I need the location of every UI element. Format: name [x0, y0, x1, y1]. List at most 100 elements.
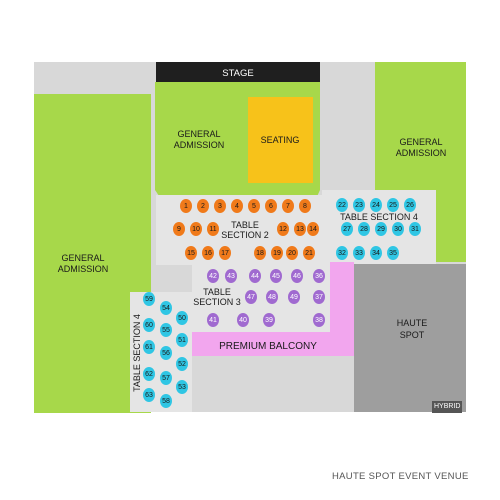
table-marker[interactable] — [286, 246, 298, 260]
table-section-3-table-46[interactable]: 46 — [291, 269, 303, 283]
table-marker[interactable] — [237, 313, 249, 327]
table-section-2-table-15[interactable]: 15 — [185, 246, 197, 260]
table-section-2-table-5[interactable]: 5 — [248, 199, 260, 213]
table-marker[interactable] — [207, 313, 219, 327]
table-section-3-table-39[interactable]: 39 — [263, 313, 275, 327]
table-section-2-table-13[interactable]: 13 — [294, 222, 306, 236]
table-marker[interactable] — [202, 246, 214, 260]
table-section-2-table-14[interactable]: 14 — [307, 222, 319, 236]
table-marker[interactable] — [160, 346, 172, 360]
table-marker[interactable] — [265, 199, 277, 213]
table-section-4-right-table-27[interactable]: 27 — [341, 222, 353, 236]
table-marker[interactable] — [307, 222, 319, 236]
table-marker[interactable] — [277, 222, 289, 236]
table-section-3-table-36[interactable]: 36 — [313, 269, 325, 283]
table-marker[interactable] — [160, 394, 172, 408]
table-marker[interactable] — [143, 340, 155, 354]
table-marker[interactable] — [370, 246, 382, 260]
table-marker[interactable] — [143, 318, 155, 332]
table-section-2-table-8[interactable]: 8 — [299, 199, 311, 213]
table-marker[interactable] — [180, 199, 192, 213]
table-marker[interactable] — [387, 246, 399, 260]
table-marker[interactable] — [294, 222, 306, 236]
table-marker[interactable] — [214, 199, 226, 213]
table-marker[interactable] — [197, 199, 209, 213]
table-marker[interactable] — [176, 333, 188, 347]
table-marker[interactable] — [404, 198, 416, 212]
table-section-4-right-table-31[interactable]: 31 — [409, 222, 421, 236]
table-marker[interactable] — [336, 246, 348, 260]
table-marker[interactable] — [313, 269, 325, 283]
general-admission-left[interactable] — [34, 94, 151, 413]
table-marker[interactable] — [387, 198, 399, 212]
table-section-2-table-4[interactable]: 4 — [231, 199, 243, 213]
table-section-2-table-2[interactable]: 2 — [197, 199, 209, 213]
table-section-4-left-table-53[interactable]: 53 — [176, 380, 188, 394]
table-marker[interactable] — [176, 311, 188, 325]
table-section-3-table-47[interactable]: 47 — [245, 290, 257, 304]
table-section-3-table-48[interactable]: 48 — [266, 290, 278, 304]
table-section-4-right-table-23[interactable]: 23 — [353, 198, 365, 212]
table-section-4-right-table-24[interactable]: 24 — [370, 198, 382, 212]
table-section-4-right-table-34[interactable]: 34 — [370, 246, 382, 260]
table-marker[interactable] — [353, 246, 365, 260]
table-section-4-left-table-54[interactable]: 54 — [160, 301, 172, 315]
table-section-3-table-40[interactable]: 40 — [237, 313, 249, 327]
table-marker[interactable] — [231, 199, 243, 213]
seating-block[interactable] — [248, 97, 313, 183]
table-marker[interactable] — [254, 246, 266, 260]
table-section-4-left-table-50[interactable]: 50 — [176, 311, 188, 325]
table-section-4-left-table-56[interactable]: 56 — [160, 346, 172, 360]
table-section-3-table-38[interactable]: 38 — [313, 313, 325, 327]
table-section-2-table-10[interactable]: 10 — [190, 222, 202, 236]
table-marker[interactable] — [291, 269, 303, 283]
table-marker[interactable] — [341, 222, 353, 236]
table-marker[interactable] — [245, 290, 257, 304]
table-marker[interactable] — [353, 198, 365, 212]
table-section-2-table-17[interactable]: 17 — [219, 246, 231, 260]
table-marker[interactable] — [299, 199, 311, 213]
table-section-4-right-table-32[interactable]: 32 — [336, 246, 348, 260]
table-marker[interactable] — [143, 367, 155, 381]
table-section-4-left-table-60[interactable]: 60 — [143, 318, 155, 332]
general-admission-right[interactable] — [375, 62, 466, 262]
table-section-2-table-19[interactable]: 19 — [271, 246, 283, 260]
table-marker[interactable] — [219, 246, 231, 260]
table-section-2-table-7[interactable]: 7 — [282, 199, 294, 213]
table-section-4-right-table-22[interactable]: 22 — [336, 198, 348, 212]
table-section-4-left-table-58[interactable]: 58 — [160, 394, 172, 408]
table-marker[interactable] — [225, 269, 237, 283]
table-section-4-right-table-28[interactable]: 28 — [358, 222, 370, 236]
table-section-4-left-table-61[interactable]: 61 — [143, 340, 155, 354]
table-marker[interactable] — [173, 222, 185, 236]
table-section-4-right-table-25[interactable]: 25 — [387, 198, 399, 212]
table-marker[interactable] — [263, 313, 275, 327]
table-section-4-left-table-57[interactable]: 57 — [160, 371, 172, 385]
table-section-4-right-table-29[interactable]: 29 — [375, 222, 387, 236]
table-marker[interactable] — [409, 222, 421, 236]
table-section-2-table-11[interactable]: 11 — [207, 222, 219, 236]
table-section-2-table-12[interactable]: 12 — [277, 222, 289, 236]
table-section-3-table-42[interactable]: 42 — [207, 269, 219, 283]
table-section-4-left-table-63[interactable]: 63 — [143, 388, 155, 402]
table-marker[interactable] — [282, 199, 294, 213]
table-section-3-table-43[interactable]: 43 — [225, 269, 237, 283]
table-section-3-table-37[interactable]: 37 — [313, 290, 325, 304]
table-section-2-table-3[interactable]: 3 — [214, 199, 226, 213]
table-marker[interactable] — [313, 290, 325, 304]
table-marker[interactable] — [336, 198, 348, 212]
table-marker[interactable] — [313, 313, 325, 327]
table-marker[interactable] — [358, 222, 370, 236]
table-section-4-left-table-55[interactable]: 55 — [160, 323, 172, 337]
table-section-3-table-44[interactable]: 44 — [249, 269, 261, 283]
table-section-2-table-16[interactable]: 16 — [202, 246, 214, 260]
table-marker[interactable] — [392, 222, 404, 236]
table-marker[interactable] — [249, 269, 261, 283]
table-section-4-left-table-52[interactable]: 52 — [176, 357, 188, 371]
table-section-3-table-41[interactable]: 41 — [207, 313, 219, 327]
table-marker[interactable] — [266, 290, 278, 304]
table-marker[interactable] — [176, 380, 188, 394]
table-section-4-right-table-35[interactable]: 35 — [387, 246, 399, 260]
table-marker[interactable] — [160, 323, 172, 337]
table-section-3-table-49[interactable]: 49 — [288, 290, 300, 304]
